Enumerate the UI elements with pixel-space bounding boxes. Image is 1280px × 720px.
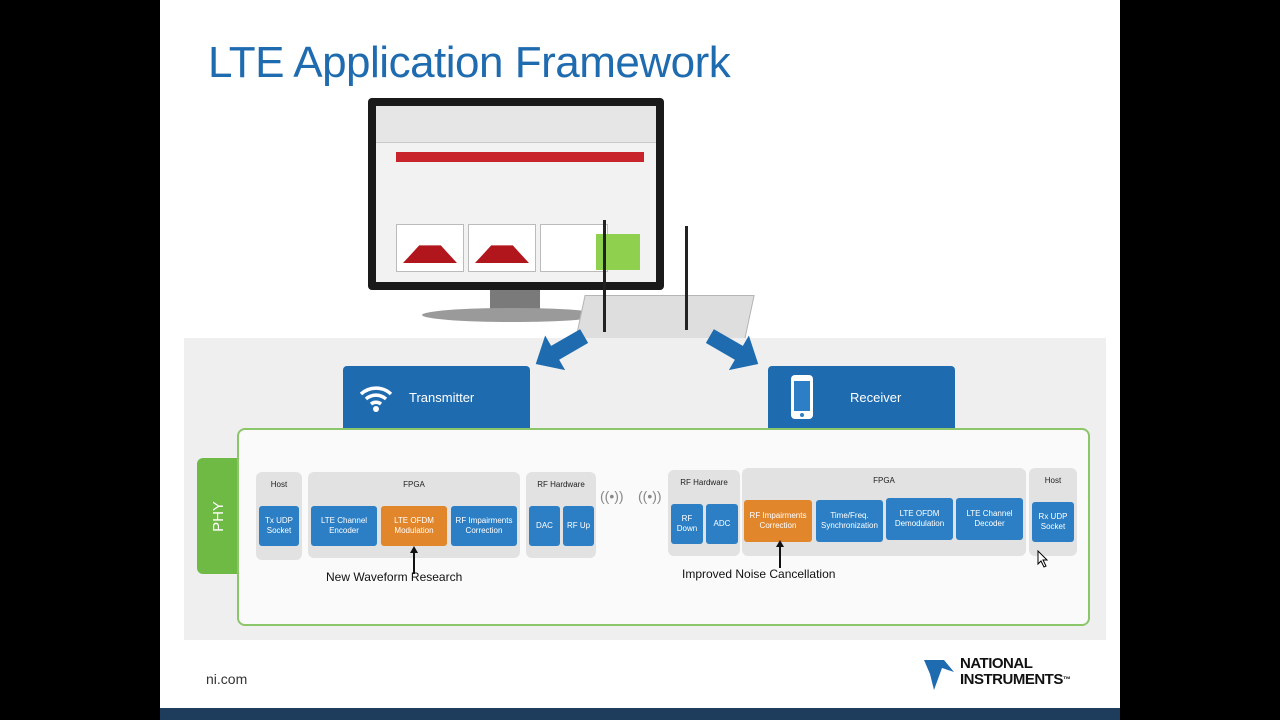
phy-tab: PHY <box>197 458 239 574</box>
receiver-label: Receiver <box>850 389 902 405</box>
block-dac: DAC <box>529 506 560 546</box>
monitor-image <box>368 98 664 290</box>
block-rf-impairments-correction-tx: RF Impairments Correction <box>451 506 517 546</box>
tx-host-group: Host Tx UDP Socket <box>256 472 302 560</box>
group-title: RF Hardware <box>680 478 728 487</box>
block-lte-ofdm-modulation: LTE OFDM Modulation <box>381 506 447 546</box>
smartphone-icon <box>790 374 814 423</box>
phy-label: PHY <box>209 500 227 532</box>
block-lte-channel-encoder: LTE Channel Encoder <box>311 506 377 546</box>
software-screenshot <box>376 106 656 282</box>
antenna-right <box>685 226 688 330</box>
pointer-arrowhead <box>776 540 784 547</box>
monitor-stand <box>490 290 540 310</box>
group-title: FPGA <box>403 480 425 489</box>
tx-fpga-group: FPGA LTE Channel Encoder LTE OFDM Modula… <box>308 472 520 558</box>
block-tx-udp-socket: Tx UDP Socket <box>259 506 299 546</box>
transmitter-label: Transmitter <box>409 389 475 405</box>
radio-wave-icon: ((•)) <box>600 488 624 504</box>
block-lte-channel-decoder: LTE Channel Decoder <box>956 498 1023 540</box>
pointer-line <box>779 546 781 568</box>
pointer-line <box>413 552 415 574</box>
slide: LTE Application Framework Trans <box>160 0 1120 720</box>
block-rx-udp-socket: Rx UDP Socket <box>1032 502 1074 542</box>
pointer-arrowhead <box>410 546 418 553</box>
logo-line2: INSTRUMENTS <box>960 671 1063 688</box>
rx-rf-hardware-group: RF Hardware RF Down ADC <box>668 470 740 556</box>
rx-fpga-group: FPGA RF Impairments Correction Time/Freq… <box>742 468 1026 556</box>
rx-note: Improved Noise Cancellation <box>682 567 836 581</box>
transmitter-tab: Transmitter <box>343 366 530 428</box>
block-adc: ADC <box>706 504 738 544</box>
monitor-base <box>422 308 602 322</box>
logo-line1: NATIONAL <box>960 655 1033 672</box>
footer-url: ni.com <box>206 671 248 687</box>
group-title: FPGA <box>873 476 895 485</box>
national-instruments-logo: NATIONAL INSTRUMENTS™ <box>924 654 1114 694</box>
radio-wave-icon: ((•)) <box>638 488 662 504</box>
block-time-freq-synchronization: Time/Freq. Synchronization <box>816 500 883 542</box>
group-title: RF Hardware <box>537 480 585 489</box>
tx-rf-hardware-group: RF Hardware DAC RF Up <box>526 472 596 558</box>
block-rf-up: RF Up <box>563 506 594 546</box>
rx-host-group: Host Rx UDP Socket <box>1029 468 1077 556</box>
tx-note: New Waveform Research <box>326 570 463 584</box>
group-title: Host <box>1044 476 1062 485</box>
block-rf-down: RF Down <box>671 504 703 544</box>
logo-tm: ™ <box>1062 675 1071 684</box>
antenna-left <box>603 220 606 332</box>
block-rf-impairments-correction-rx: RF Impairments Correction <box>744 500 812 542</box>
mouse-cursor-icon <box>1037 550 1049 568</box>
receiver-tab: Receiver <box>768 366 955 428</box>
wifi-broadcast-icon <box>357 378 395 419</box>
bottom-bar <box>160 708 1120 720</box>
group-title: Host <box>270 480 288 489</box>
block-lte-ofdm-demodulation: LTE OFDM Demodulation <box>886 498 953 540</box>
slide-title: LTE Application Framework <box>208 38 731 87</box>
ni-eagle-icon <box>924 660 954 690</box>
